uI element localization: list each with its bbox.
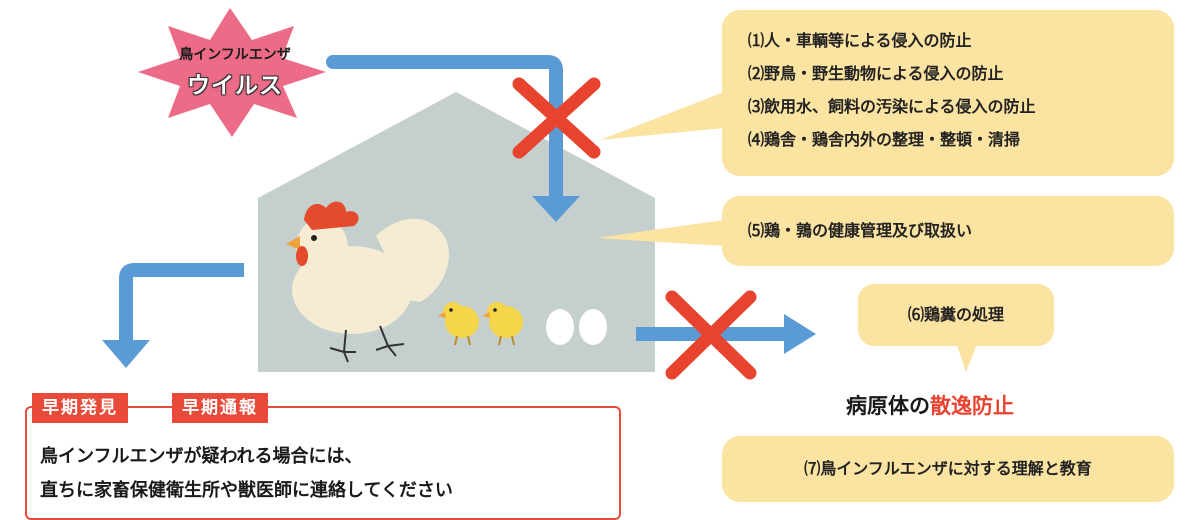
chick-icon [482,302,523,346]
callout-tail [600,92,724,140]
prevention-callout-entry: ⑴人・車輌等による侵入の防止 ⑵野鳥・野生動物による侵入の防止 ⑶飲用水、飼料の… [722,10,1174,176]
early-report-box [25,406,621,520]
early-report-tag: 早期通報 [172,393,268,423]
prevention-callout-health: ⑸鶏・鶉の健康管理及び取扱い [722,196,1174,266]
cross-mark-bottom-icon [665,290,757,380]
spread-prevention-label: 病原体の散逸防止 [846,390,1086,420]
spread-prefix: 病原体の [846,394,930,418]
callout-tail [596,220,724,246]
arrow-virus-to-house [326,55,563,205]
virus-label-small: 鳥インフルエンザ [179,47,291,63]
early-detection-tag: 早期発見 [32,393,128,423]
prevention-item-4: ⑷鶏舎・鶏舎内外の整理・整頓・清掃 [748,130,1021,149]
prevention-item-2: ⑵野鳥・野生動物による侵入の防止 [748,64,1004,83]
egg-icon [579,309,607,345]
prevention-item-7: ⑺鳥インフルエンザに対する理解と教育 [804,459,1092,478]
spread-highlight: 散逸防止 [930,394,1014,418]
prevention-list: ⑴人・車輌等による侵入の防止 ⑵野鳥・野生動物による侵入の防止 ⑶飲用水、飼料の… [722,10,1174,156]
arrow-head-down-icon [532,196,580,222]
early-report-line-1: 鳥インフルエンザが疑われる場合には、 [40,446,363,467]
prevention-item-6: ⑹鶏糞の処理 [907,305,1004,324]
virus-starburst-icon [138,8,326,137]
egg-icon [546,309,574,345]
cross-mark-top-icon [512,77,601,159]
chicken-icon [286,201,449,363]
virus-label-big: ウイルス [187,73,283,99]
early-report-line-2: 直ちに家畜保健衛生所や獣医師に連絡してください [40,480,453,501]
arrow-house-to-report [119,263,244,342]
arrow-head-right-icon [784,314,816,354]
prevention-item-1: ⑴人・車輌等による侵入の防止 [748,31,972,50]
callout-tail [956,342,978,372]
prevention-item-5: ⑸鶏・鶉の健康管理及び取扱い [748,221,973,240]
prevention-callout-education: ⑺鳥インフルエンザに対する理解と教育 [722,436,1174,502]
arrow-head-down-left-icon [102,340,150,368]
prevention-item-3: ⑶飲用水、飼料の汚染による侵入の防止 [748,97,1036,116]
prevention-callout-manure: ⑹鶏糞の処理 [858,284,1054,346]
chick-icon [438,302,479,346]
